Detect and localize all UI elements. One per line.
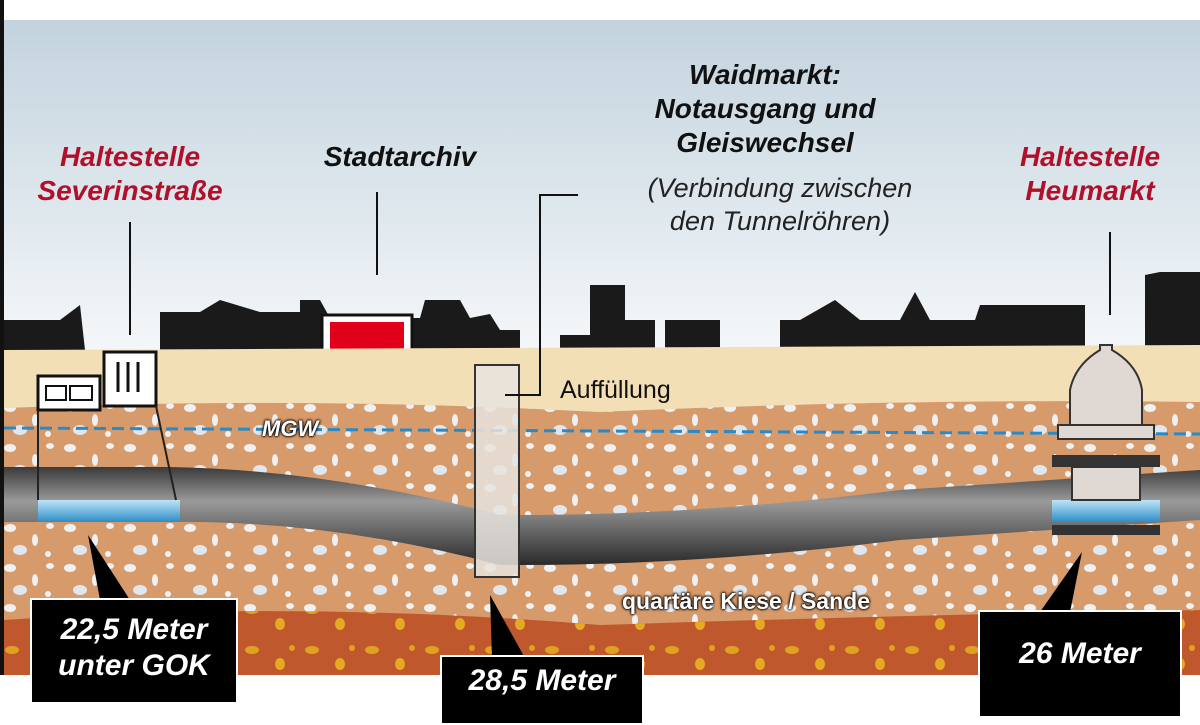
label-quartaere-kiese: quartäre Kiese / Sande [622,588,870,614]
label-line: Haltestelle [59,141,201,172]
waidmarkt-shaft [474,364,520,578]
depth-callout-severin: 22,5 Meter unter GOK [30,598,238,704]
label-line: Haltestelle [1019,141,1161,172]
label-haltestelle-heumarkt: Haltestelle Heumarkt [985,140,1195,208]
label-waidmarkt: Waidmarkt: Notausgang und Gleiswechsel [610,58,920,160]
label-waidmarkt-note: (Verbindung zwischen den Tunnelröhren) [590,172,970,238]
heumarkt-dome [1069,344,1143,426]
depth-line: 22,5 Meter [60,613,208,646]
tunnel-tube [4,467,1200,565]
label-line: Waidmarkt: [689,59,841,90]
label-line: Heumarkt [1025,175,1155,206]
depth-line: unter GOK [58,649,210,682]
label-line: Severinstraße [37,175,223,206]
label-line: Gleiswechsel [676,127,854,158]
label-stadtarchiv: Stadtarchiv [323,141,477,172]
label-line: Notausgang und [654,93,876,124]
label-line: (Verbindung zwischen [647,173,913,203]
depth-callout-heumarkt: 26 Meter [978,610,1182,718]
heumarkt-platform [1052,500,1160,522]
severin-platform [38,500,180,522]
depth-callout-waidmarkt: 28,5 Meter [440,655,644,725]
fill-layer [4,345,1200,412]
label-mgw: MGW [262,416,319,441]
label-line: den Tunnelröhren) [669,206,891,236]
label-haltestelle-severinstrasse: Haltestelle Severinstraße [20,140,240,208]
label-auffuellung: Auffüllung [560,376,671,404]
groundwater-line [3,426,1200,436]
cross-section-diagram [0,0,1200,675]
